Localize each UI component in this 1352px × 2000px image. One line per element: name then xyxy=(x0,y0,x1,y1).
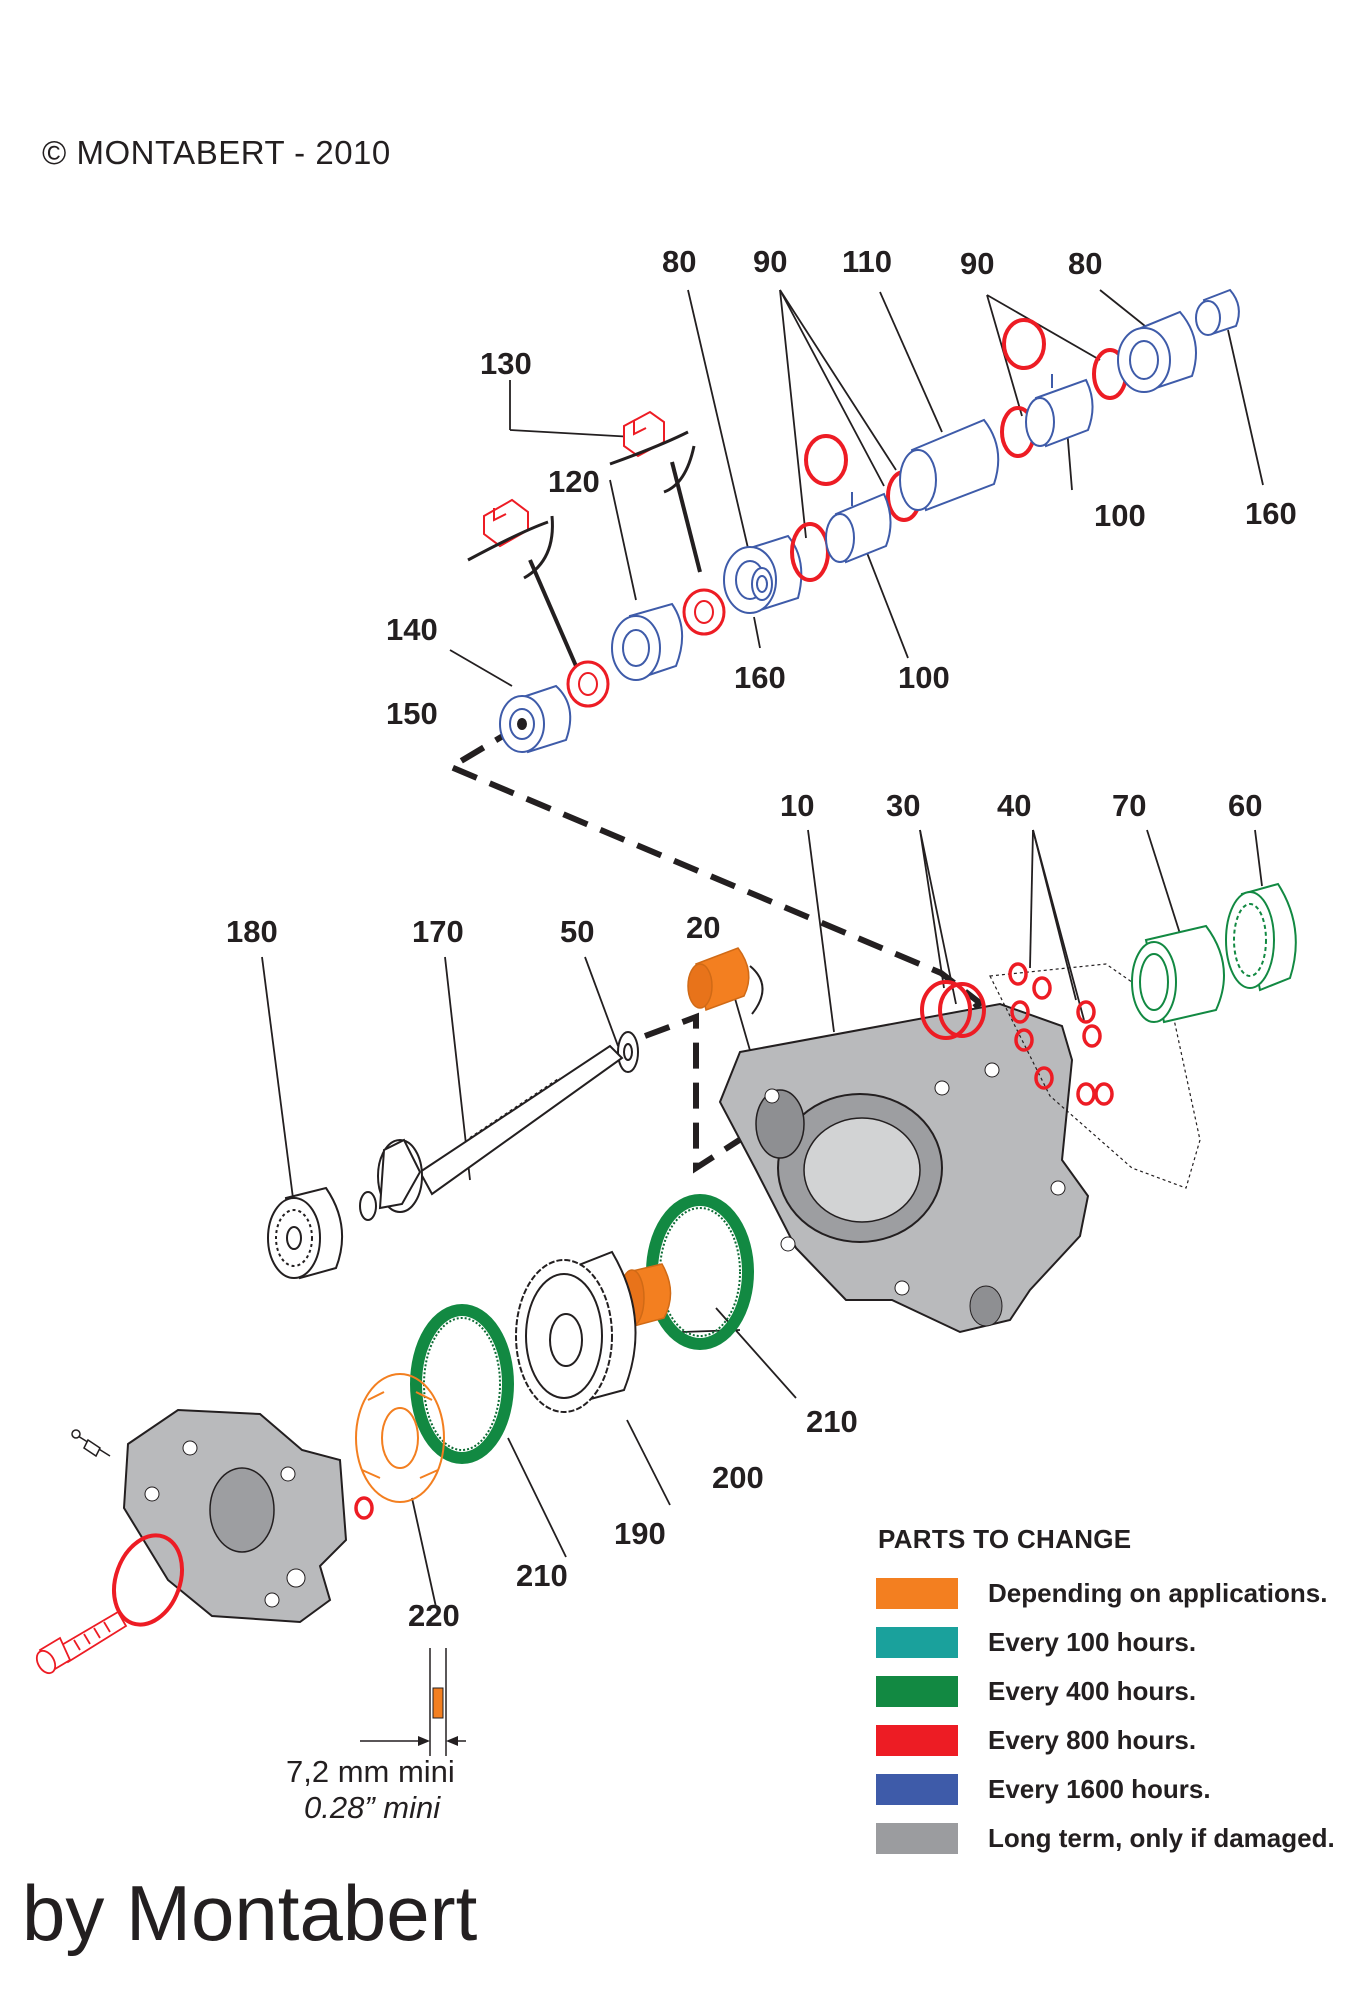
legend-swatch-orange xyxy=(876,1578,958,1609)
sleeve-100-right xyxy=(1025,374,1094,448)
needle-bearing-160-right xyxy=(1195,288,1240,336)
callout-80: 80 xyxy=(1068,246,1102,281)
washer-50 xyxy=(617,1031,639,1073)
cap-screw xyxy=(35,1610,128,1675)
parts-legend: PARTS TO CHANGE Depending on application… xyxy=(876,1524,1346,1863)
callout-200: 200 xyxy=(712,1460,764,1495)
legend-label: Every 100 hours. xyxy=(988,1627,1197,1657)
o-ring-cover xyxy=(112,1533,184,1627)
needle-bearing-160-left xyxy=(751,567,773,601)
lock-ring-small xyxy=(566,660,610,708)
upper-assembly xyxy=(467,288,1240,754)
callout-40: 40 xyxy=(997,788,1031,823)
lock-ring-small xyxy=(682,588,726,636)
callout-120: 120 xyxy=(548,464,600,499)
o-ring-30 xyxy=(920,980,972,1040)
legend-swatch-blue xyxy=(876,1774,958,1805)
dimension-metric: 7,2 mm mini xyxy=(286,1754,455,1789)
callout-10: 10 xyxy=(780,788,814,823)
callout-100: 100 xyxy=(1094,498,1146,533)
callout-60: 60 xyxy=(1228,788,1262,823)
o-ring-90 xyxy=(1002,318,1046,370)
legend-label: Long term, only if damaged. xyxy=(988,1823,1335,1853)
legend-swatch-green xyxy=(876,1676,958,1707)
callout-90: 90 xyxy=(960,246,994,281)
callout-50: 50 xyxy=(560,914,594,949)
callout-160: 160 xyxy=(734,660,786,695)
byline: by Montabert xyxy=(22,1869,478,1957)
leader-lines xyxy=(261,289,1264,1608)
callout-labels: 80 90 110 90 80 130 120 100 160 140 160 … xyxy=(226,244,1297,1633)
legend-swatch-gray xyxy=(876,1823,958,1854)
legend-item: Long term, only if damaged. xyxy=(876,1814,1346,1863)
wear-gauge xyxy=(360,1648,466,1756)
callout-160: 160 xyxy=(1245,496,1297,531)
dimension-imperial: 0.28” mini xyxy=(304,1790,441,1825)
legend-label: Every 800 hours. xyxy=(988,1725,1197,1755)
callout-90: 90 xyxy=(753,244,787,279)
grease-nipple xyxy=(71,1429,111,1458)
spacer-110 xyxy=(899,418,1000,512)
o-ring-90 xyxy=(804,434,848,486)
legend-label: Every 400 hours. xyxy=(988,1676,1197,1706)
callout-190: 190 xyxy=(614,1516,666,1551)
gear-190 xyxy=(515,1250,637,1413)
cover-plate-outline xyxy=(989,963,1201,1189)
callout-70: 70 xyxy=(1112,788,1146,823)
tab-washer-right xyxy=(609,410,702,573)
o-rings-40 xyxy=(1008,962,1114,1106)
callout-220: 220 xyxy=(408,1598,460,1633)
housing-10 xyxy=(718,1002,1090,1334)
callout-20: 20 xyxy=(686,910,720,945)
callout-210: 210 xyxy=(516,1558,568,1593)
callout-100: 100 xyxy=(898,660,950,695)
assembly-path-shaft xyxy=(643,1012,760,1174)
tab-washer-left xyxy=(467,498,578,667)
liner-70 xyxy=(1131,924,1225,1024)
callout-30: 30 xyxy=(886,788,920,823)
thrust-washer-220 xyxy=(355,1373,445,1503)
shaft-170 xyxy=(359,1044,624,1221)
legend-item: Depending on applications. xyxy=(876,1569,1346,1618)
legend-label: Depending on applications. xyxy=(988,1578,1328,1608)
legend-item: Every 400 hours. xyxy=(876,1667,1346,1716)
callout-180: 180 xyxy=(226,914,278,949)
legend-swatch-teal xyxy=(876,1627,958,1658)
legend-title: PARTS TO CHANGE xyxy=(878,1524,1132,1554)
callout-210: 210 xyxy=(806,1404,858,1439)
legend-item: Every 800 hours. xyxy=(876,1716,1346,1765)
o-ring-30 xyxy=(938,982,986,1038)
bearing-140 xyxy=(499,684,572,754)
legend-item: Every 100 hours. xyxy=(876,1618,1346,1667)
legend-item: Every 1600 hours. xyxy=(876,1765,1346,1814)
bearing-180 xyxy=(267,1186,344,1280)
callout-110: 110 xyxy=(842,244,892,279)
sleeve-100-left xyxy=(825,492,892,564)
bearing-120 xyxy=(611,602,684,681)
callout-80: 80 xyxy=(662,244,696,279)
bushing-20 xyxy=(687,947,764,1015)
end-cover xyxy=(122,1408,348,1624)
legend-label: Every 1600 hours. xyxy=(988,1774,1211,1804)
copyright-notice: © MONTABERT - 2010 xyxy=(42,134,391,171)
callout-170: 170 xyxy=(412,914,464,949)
o-ring-small xyxy=(354,1496,374,1520)
callout-140: 140 xyxy=(386,612,438,647)
bearing-80-right xyxy=(1117,310,1197,393)
legend-swatch-red xyxy=(876,1725,958,1756)
callout-150: 150 xyxy=(386,696,438,731)
callout-130: 130 xyxy=(480,346,532,381)
ring-210-left xyxy=(410,1304,514,1464)
ring-gear-60 xyxy=(1225,882,1297,992)
